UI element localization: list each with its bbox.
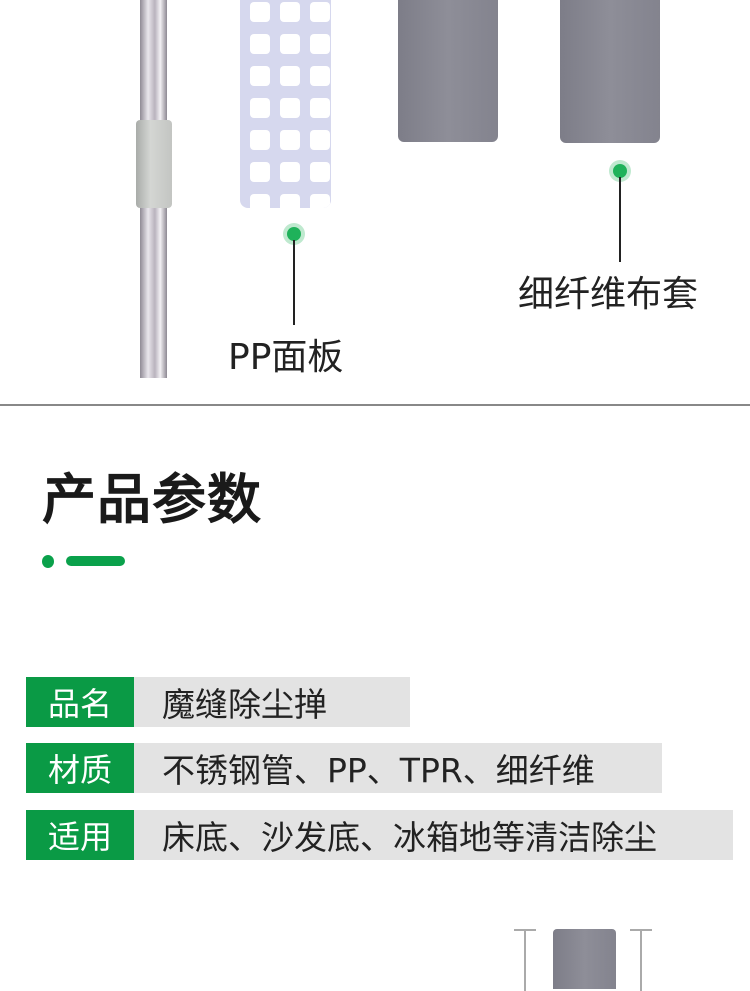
param-row: 品名 魔缝除尘掸 [26,677,410,727]
param-key: 适用 [26,810,134,860]
param-value: 不锈钢管、PP、TPR、细纤维 [134,743,662,793]
dimension-mark [630,929,652,991]
panel-label: PP面板 [228,337,344,378]
accent-dot [42,555,54,568]
callout-dot-icon [287,227,301,241]
cloth-preview-image [553,929,616,989]
param-row: 适用 床底、沙发底、冰箱地等清洁除尘 [26,810,733,860]
microfiber-cloth-image [398,0,498,142]
param-key: 材质 [26,743,134,793]
dimension-mark [514,929,536,991]
cloth-label: 细纤维布套 [518,274,699,315]
param-row: 材质 不锈钢管、PP、TPR、细纤维 [26,743,662,793]
param-key: 品名 [26,677,134,727]
pp-panel-image [240,0,331,208]
callout-line [619,177,621,262]
microfiber-cloth-image-2 [560,0,660,143]
param-value: 床底、沙发底、冰箱地等清洁除尘 [134,810,733,860]
callout-dot-icon [613,164,627,178]
section-divider [0,404,750,406]
callout-line [293,240,295,325]
pole-grip-image [136,120,172,208]
section-title: 产品参数 [42,468,262,531]
param-value: 魔缝除尘掸 [134,677,410,727]
accent-bar [66,556,125,566]
